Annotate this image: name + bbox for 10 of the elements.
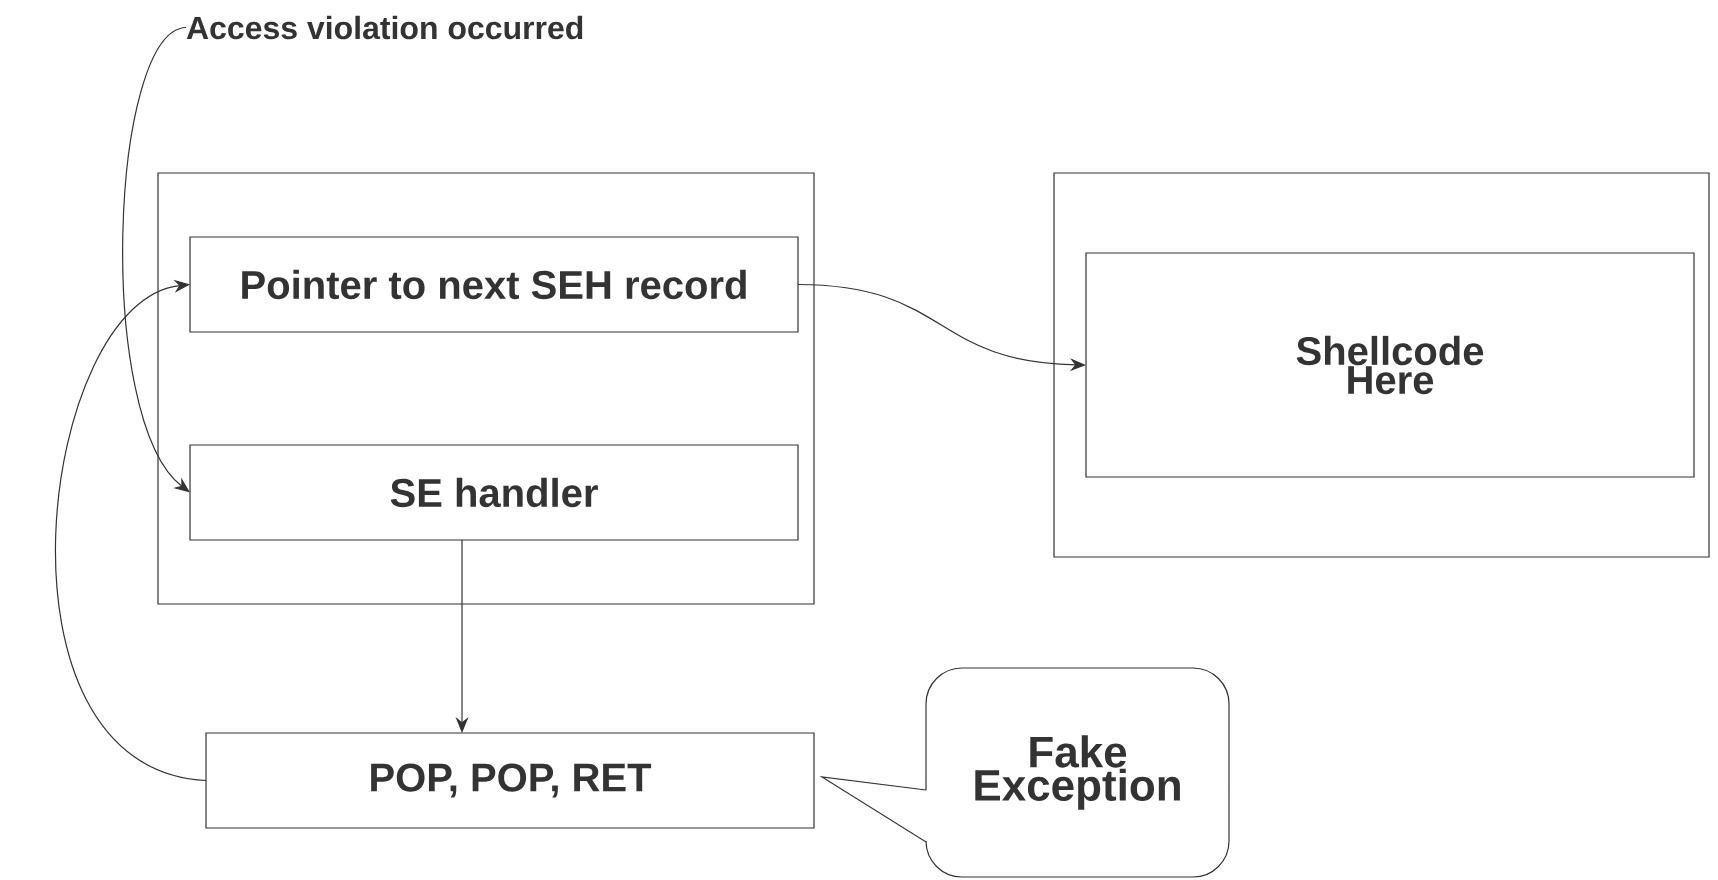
- speech-callout: Fake Exception: [821, 667, 1230, 878]
- arrow: [55, 279, 207, 782]
- outer-box: [157, 172, 815, 605]
- arrow: [122, 26, 190, 493]
- instruction-box: POP, POP, RET: [205, 732, 815, 829]
- annotation-text: Access violation occurred: [186, 15, 583, 40]
- record-box: Pointer to next SEH record: [189, 236, 799, 333]
- shellcode-box: Shellcode Here: [1085, 252, 1695, 478]
- outer-box: [1053, 172, 1710, 558]
- handler-box: SE handler: [189, 444, 799, 541]
